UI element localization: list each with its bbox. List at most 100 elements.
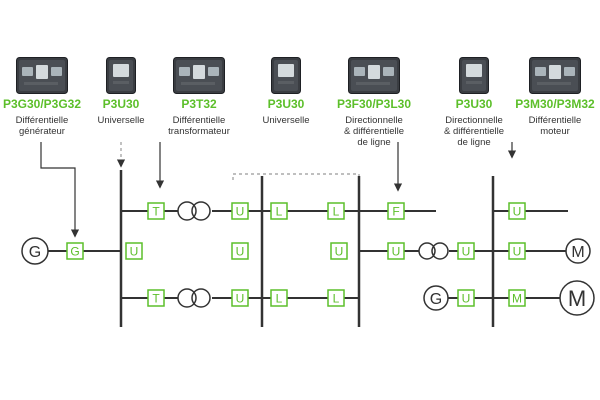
function-box-code: L (276, 205, 283, 219)
function-box-code: U (462, 292, 471, 306)
relay-device-icon (529, 57, 581, 94)
function-box-universal: U (330, 242, 348, 260)
relay-description-line: générateur (19, 126, 65, 137)
relay-device-2 (106, 57, 136, 94)
relay-model-5: P3F30/P3L30 (336, 97, 412, 111)
motor-small-label: M (571, 244, 584, 261)
function-box-frame (330, 242, 348, 260)
function-box-code: U (130, 245, 139, 259)
relay-model-7: P3M30/P3M32 (515, 97, 595, 111)
function-box-universal: U (508, 202, 526, 220)
relay-device-icon (459, 57, 489, 94)
relay-description-4: Universelle (263, 115, 310, 126)
relay-description-line: moteur (540, 126, 570, 137)
function-box-frame (327, 202, 345, 220)
function-box-code: L (276, 292, 283, 306)
function-box-code: U (513, 205, 522, 219)
generator-right: G (423, 285, 449, 311)
motor-large-label: M (568, 286, 586, 311)
relay-model-3: P3T32 (181, 97, 217, 111)
relay-description-2: Universelle (98, 115, 145, 126)
relay-description-line: Universelle (97, 115, 145, 126)
function-box-frame (147, 289, 165, 307)
function-box-code: T (152, 292, 160, 306)
function-box-code: U (513, 245, 522, 259)
relay-model-6: P3U30 (455, 97, 493, 111)
relay-description-line: Directionnelle (345, 115, 403, 126)
function-box-code: U (236, 292, 245, 306)
function-box-universal: U (457, 242, 475, 260)
function-box-universal: U (231, 289, 249, 307)
function-box-universal: U (231, 242, 249, 260)
relay-device-5 (348, 57, 400, 94)
generator-left: G (21, 237, 49, 265)
relay-description-line: transformateur (168, 126, 230, 137)
function-box-frame (125, 242, 143, 260)
function-box-code: G (70, 245, 79, 259)
function-box-universal: U (387, 242, 405, 260)
callout-generator (40, 142, 80, 238)
callout-universal-2-bracket (232, 173, 360, 180)
function-box-frame (231, 289, 249, 307)
relay-description-line: de ligne (457, 137, 491, 148)
function-box-universal: U (508, 242, 526, 260)
relay-description-line: Différentielle (528, 115, 582, 126)
relay-device-icon (16, 57, 68, 94)
function-box-universal: U (457, 289, 475, 307)
relay-model-1: P3G30/P3G32 (2, 97, 82, 111)
relay-device-icon (271, 57, 301, 94)
function-box-transformer: T (147, 202, 165, 220)
relay-model-4: P3U30 (267, 97, 305, 111)
relay-description-line: Différentielle (172, 115, 226, 126)
relay-description-line: Directionnelle (445, 115, 503, 126)
function-box-line: L (327, 202, 345, 220)
function-box-frame (387, 202, 405, 220)
function-box-frame (231, 242, 249, 260)
transformer-bottom (177, 288, 211, 308)
function-box-frame (457, 289, 475, 307)
function-box-frame (508, 202, 526, 220)
function-box-frame (457, 242, 475, 260)
function-box-transformer: T (147, 289, 165, 307)
relay-device-6 (459, 57, 489, 94)
relay-device-7 (529, 57, 581, 94)
relay-device-icon (348, 57, 400, 94)
function-box-code: T (152, 205, 160, 219)
function-box-line: L (270, 202, 288, 220)
function-box-frame (508, 289, 526, 307)
relay-description-line: de ligne (357, 137, 391, 148)
function-box-code: F (392, 205, 399, 219)
function-box-frame (387, 242, 405, 260)
function-box-feeder: F (387, 202, 405, 220)
function-box-code: L (333, 292, 340, 306)
relay-device-icon (106, 57, 136, 94)
function-box-code: U (392, 245, 401, 259)
function-box-code: L (333, 205, 340, 219)
function-box-universal: U (231, 202, 249, 220)
function-box-code: U (462, 245, 471, 259)
function-box-frame (270, 289, 288, 307)
relay-description-line: Différentielle (15, 115, 69, 126)
function-box-frame (147, 202, 165, 220)
generator-left-label: G (29, 244, 41, 261)
function-box-code: M (512, 292, 522, 306)
function-box-line: L (270, 289, 288, 307)
motor-large: M (559, 280, 595, 316)
function-box-frame (327, 289, 345, 307)
function-box-universal: U (125, 242, 143, 260)
relay-device-4 (271, 57, 301, 94)
function-box-code: U (335, 245, 344, 259)
function-box-frame (231, 202, 249, 220)
relay-device-3 (173, 57, 225, 94)
transformer-right (418, 242, 449, 260)
relay-model-2: P3U30 (102, 97, 140, 111)
function-box-motor: M (508, 289, 526, 307)
relay-description-line: & différentielle (343, 126, 405, 137)
function-box-line: L (327, 289, 345, 307)
relay-description-line: Universelle (262, 115, 310, 126)
motor-small: M (565, 238, 591, 264)
